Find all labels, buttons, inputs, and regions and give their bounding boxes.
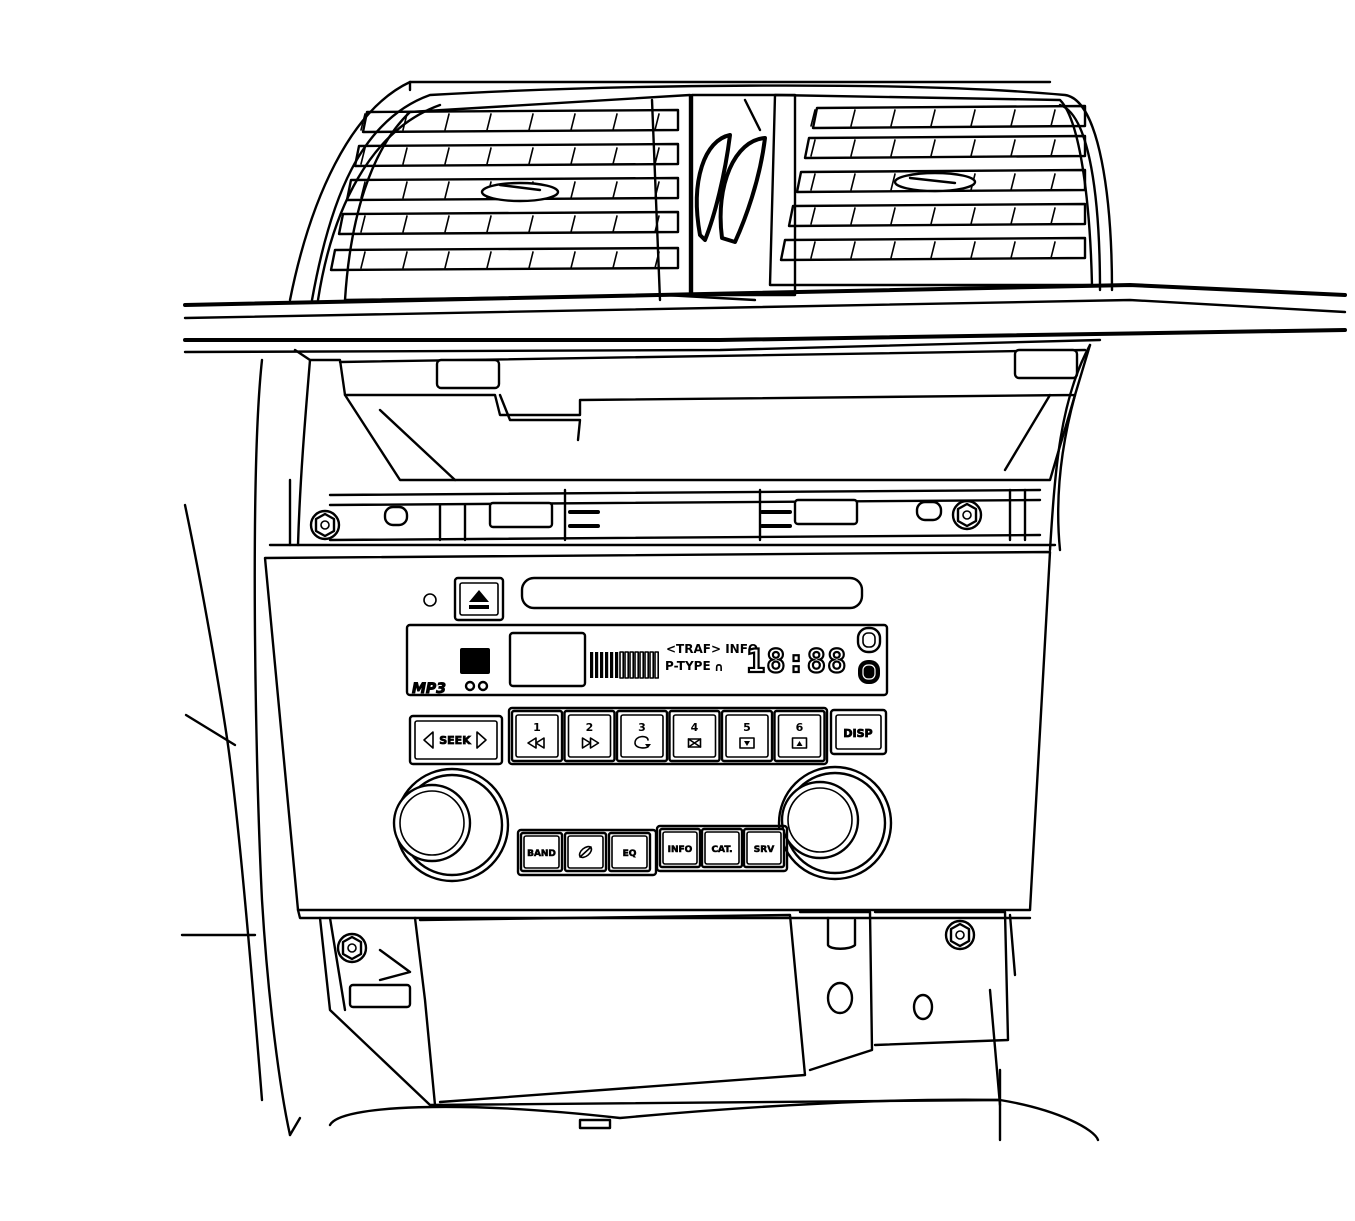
rewind-icon (527, 737, 545, 749)
upper-cavity (268, 343, 1092, 552)
clock-display: 18:88 (746, 642, 847, 680)
preset-button-4[interactable]: 4 (668, 709, 721, 763)
bottom-left-button-2[interactable]: EQ (607, 831, 652, 873)
level-bar (605, 652, 609, 678)
display-label: DISP (843, 727, 872, 740)
display-button[interactable]: DISP (829, 708, 888, 756)
eject-icon (469, 590, 489, 609)
preset-button-2[interactable]: 2 (563, 709, 616, 763)
bottom-right-button-bank (655, 824, 789, 873)
right-vent-slat-row (803, 134, 1087, 160)
bottom-left-button-0[interactable]: BAND (519, 831, 564, 873)
bottom-button-label: BAND (527, 849, 556, 859)
preset-number: 4 (691, 721, 699, 734)
level-bar (619, 651, 625, 679)
preset-number: 6 (796, 721, 804, 734)
bottom-left-button-1[interactable] (563, 831, 608, 873)
preset-number: 3 (638, 721, 646, 734)
right-vent-slat-row (779, 236, 1087, 262)
display-side-button-top[interactable] (856, 626, 882, 654)
level-bar (629, 651, 635, 679)
right-vent-slat-row (787, 202, 1087, 228)
dashboard-outline (180, 358, 1100, 1142)
upper-left-screw (309, 509, 341, 541)
right-air-vent (768, 93, 1094, 287)
level-bar (639, 651, 645, 679)
bottom-right-button-2[interactable]: SRV (742, 827, 786, 869)
left-vent-slat-row (337, 210, 680, 236)
preset-button-1[interactable]: 1 (510, 709, 564, 763)
preset-button-3[interactable]: 3 (615, 709, 669, 763)
level-bar (615, 652, 619, 678)
folder-down-icon (739, 737, 755, 749)
preset-bank (507, 706, 829, 766)
lower-left-screw (336, 932, 368, 964)
program-type-label: P-TYPE (665, 659, 711, 673)
bottom-right-button-1[interactable]: CAT. (700, 827, 744, 869)
lower-right-screw (944, 919, 976, 951)
level-bar (624, 651, 630, 679)
level-bar (649, 651, 655, 679)
right-vent-slat-row (810, 104, 1087, 130)
level-bar (610, 652, 614, 678)
preset-button-5[interactable]: 5 (720, 709, 774, 763)
level-bar (634, 651, 640, 679)
level-bar (644, 651, 650, 679)
eject-button[interactable] (453, 576, 505, 622)
volume-knob[interactable] (392, 767, 510, 883)
level-bar (654, 651, 660, 679)
cd-slot[interactable] (520, 576, 864, 610)
tone-icon (578, 845, 593, 859)
mounting-bracket-rail (328, 488, 1042, 542)
seek-button[interactable]: SEEK (408, 714, 504, 766)
left-vent-slat-row (353, 142, 680, 168)
bottom-button-label: SRV (754, 845, 774, 855)
preset-button-6[interactable]: 6 (773, 709, 826, 763)
left-vent-slat-row (329, 246, 680, 272)
preset-number: 5 (743, 721, 751, 734)
random-icon (687, 738, 702, 748)
fast-forward-icon (581, 737, 600, 749)
level-bar (590, 652, 594, 678)
mp3-label: MP3 (412, 681, 446, 697)
radio-faceplate (263, 550, 1052, 920)
indicator-led (423, 593, 437, 607)
vent-housing (288, 80, 1114, 302)
folder-up-icon (791, 737, 808, 749)
bottom-button-label: CAT. (711, 845, 732, 855)
bottom-button-label: EQ (623, 849, 637, 859)
level-bar (595, 652, 599, 678)
radio-display: MP3 <TRAF> INFO P-TYPE ∩ 18:88 (405, 623, 889, 698)
signal-level-bars (590, 651, 660, 679)
left-vent-slat-row (360, 108, 680, 134)
dash-trim-strip (183, 283, 1347, 354)
tune-knob[interactable] (777, 765, 893, 881)
left-air-vent (329, 93, 692, 302)
center-air-vent (663, 93, 797, 302)
repeat-icon (634, 735, 651, 749)
display-side-button-bottom[interactable] (858, 660, 880, 684)
preset-number: 2 (586, 721, 594, 734)
preset-number: 1 (533, 721, 541, 734)
seek-label: SEEK (439, 734, 471, 747)
bottom-right-button-0[interactable]: INFO (658, 827, 702, 869)
traffic-info-label: <TRAF> INFO (666, 642, 758, 656)
bottom-button-label: INFO (668, 845, 693, 855)
lower-bracket (318, 910, 1017, 1130)
antenna-icon: ∩ (714, 660, 724, 674)
upper-right-screw (951, 499, 983, 531)
level-bar (600, 652, 604, 678)
